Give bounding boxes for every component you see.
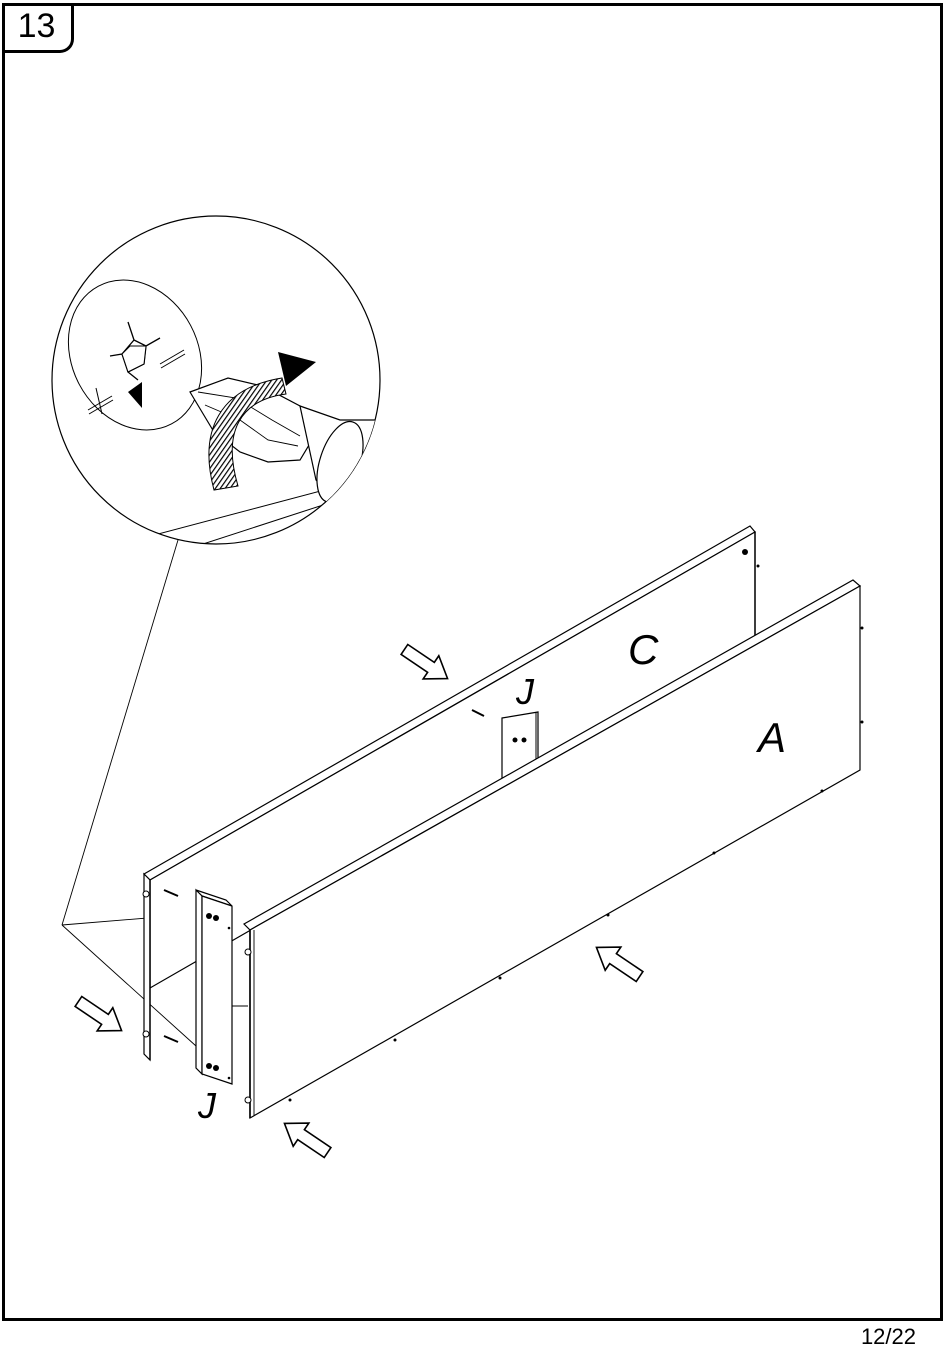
bracket-j-near [196,890,232,1084]
push-arrow-top [397,638,456,690]
bracket-j-bottom-label: J [197,1085,217,1126]
panel-c-label: C [628,626,659,673]
push-arrow-right [589,936,648,988]
panel-a-label: A [755,714,786,761]
push-arrow-left [71,990,130,1042]
push-arrow-bottom [277,1112,336,1164]
bracket-j-top-label: J [515,671,535,712]
